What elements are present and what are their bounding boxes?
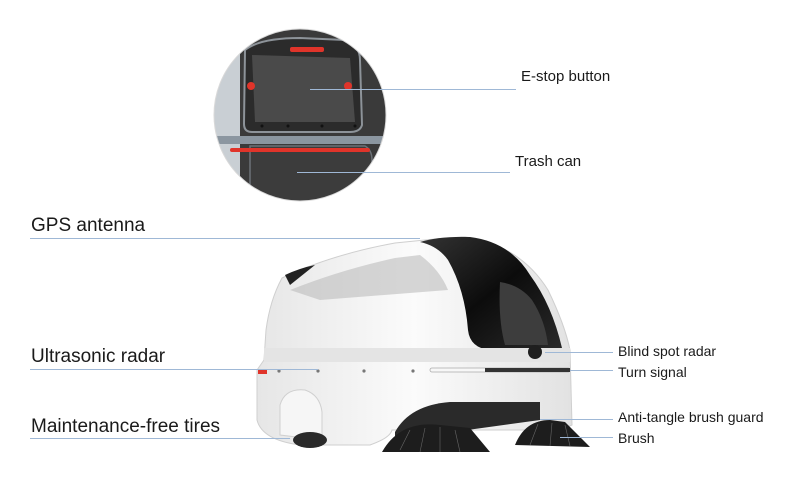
label-brush: Brush: [618, 430, 655, 446]
label-trash-can: Trash can: [515, 153, 582, 170]
leader-line-turn-signal: [570, 370, 613, 371]
label-e-stop: E-stop button: [521, 68, 611, 85]
leader-line-ultrasonic: [30, 369, 318, 370]
label-ultrasonic-radar: Ultrasonic radar: [31, 346, 166, 367]
inset-detail: [214, 29, 386, 201]
label-anti-tangle-brush-guard: Anti-tangle brush guard: [618, 409, 764, 425]
leader-line-gps: [30, 238, 420, 239]
label-blind-spot-radar: Blind spot radar: [618, 343, 717, 359]
leader-line-brush-guard: [540, 419, 613, 420]
leader-line-trash-can: [297, 172, 510, 173]
label-maintenance-free-tires: Maintenance-free tires: [31, 416, 221, 437]
label-gps-antenna: GPS antenna: [31, 215, 146, 236]
leader-line-brush: [560, 437, 613, 438]
robot-body: [256, 236, 590, 453]
leader-line-e-stop: [310, 89, 516, 90]
leader-line-tires: [30, 438, 290, 439]
label-turn-signal: Turn signal: [618, 364, 687, 380]
leader-line-blind-spot: [545, 352, 613, 353]
